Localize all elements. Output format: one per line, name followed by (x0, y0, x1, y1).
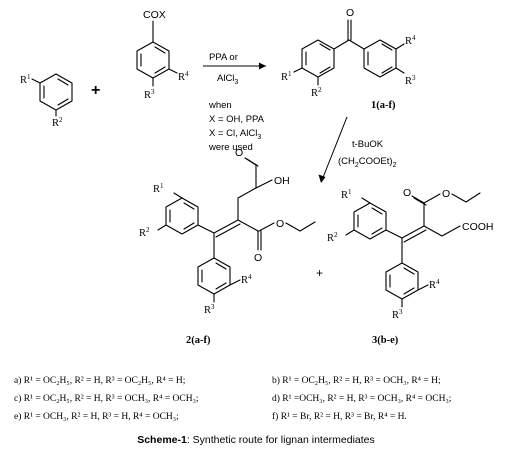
p3-ring-top-double-bonds (357, 207, 383, 235)
substituent-e: e) R¹ = OCH₃, R² = H, R³ = H, R⁴ = OCH₃; (14, 411, 179, 422)
cox-label: COX (143, 9, 166, 21)
compound-2-label: 2(a-f) (186, 335, 211, 346)
substituent-bonds (31, 78, 57, 117)
benzoyl-ring (136, 41, 170, 79)
reaction-arrow-1: PPA or AlCl3 when X = OH, PPA X = Cl, Al… (203, 52, 266, 153)
p2-ester-o: O (254, 252, 262, 264)
plus-sign-2: + (316, 266, 323, 280)
reactant-benzene: R1 R2 (20, 73, 73, 129)
substituent-d: d) R¹ =OCH₃, R² = H, R³ = OCH₃, R⁴ = OCH… (272, 393, 451, 404)
substituent-a: a) R¹ = OC₂H₅, R² = H, R³ = OC₂H₅, R⁴ = … (14, 375, 185, 386)
p3-acid-chain (423, 225, 461, 237)
right-ring-double-bonds (367, 43, 393, 74)
reagent-ppa: PPA or (209, 52, 238, 63)
p2-acid-oh-bond (255, 179, 273, 189)
compound-1-label: 1(a-f) (371, 100, 396, 111)
scheme-caption: Scheme-1: Synthetic route for lignan int… (137, 434, 375, 446)
left-ring (301, 39, 335, 78)
p1-r4-label: R4 (405, 34, 416, 47)
r4-label: R4 (178, 70, 189, 83)
p2-ring-bottom (197, 257, 231, 295)
p2-acid-c-double-o (244, 157, 259, 167)
p2-ester-bond (237, 219, 259, 232)
condition-ppa: X = OH, PPA (209, 114, 265, 125)
substituent-b: b) R¹ = OC₂H₅, R² = H, R³ = OCH₃, R⁴ = H… (272, 375, 441, 386)
r-bonds (152, 68, 178, 87)
p3-r2-label: R2 (327, 231, 338, 244)
substituent-c: c) R¹ = OC₂H₅, R² = H, R³ = OCH₃, R⁴ = O… (14, 393, 199, 404)
p2-ring-top (165, 197, 199, 235)
p2-r2-label: R2 (139, 226, 150, 239)
compound-3-label: 3(b-e) (372, 335, 399, 346)
right-ring (363, 39, 397, 78)
p3-ring-bottom (385, 262, 419, 300)
p2-ester-o2: O (276, 218, 284, 230)
arrow-2-line (321, 116, 348, 181)
p2-ester-o-bond (258, 222, 275, 232)
p3-ring-top-substituents (345, 197, 371, 236)
left-ring-double-bonds (305, 43, 331, 74)
condition-when: when (208, 100, 232, 111)
plus-sign-1: + (91, 82, 100, 99)
benzoyl-double-bonds (140, 46, 166, 74)
p2-alkene (213, 219, 241, 238)
reagent-alcl3: AlCl3 (217, 73, 238, 86)
condition-were-used: were used (208, 142, 253, 153)
p3-r4-label: R4 (429, 278, 440, 291)
substituent-legend: a) R¹ = OC₂H₅, R² = H, R³ = OC₂H₅, R⁴ = … (14, 375, 451, 422)
p1-r1-label: R1 (281, 70, 292, 83)
p3-ethyl-chain (451, 192, 481, 203)
arrow-1-head (259, 62, 266, 70)
left-ring-substituents (293, 67, 319, 86)
carbonyl-links (333, 39, 365, 50)
carbonyl-bond (347, 19, 352, 41)
p2-acid-chain (237, 164, 257, 221)
benzene-double-bonds (43, 78, 69, 106)
product-2: R1 R2 O OH O O R4 R3 2(a-f) (139, 147, 316, 346)
p3-cooh-label: COOH (462, 221, 494, 233)
p2-r3-label: R3 (204, 303, 215, 316)
p3-ester-o: O (403, 187, 411, 199)
p2-r4-label: R4 (241, 273, 252, 286)
r2-label: R2 (52, 116, 63, 129)
p3-ester-carbonyl (411, 195, 427, 206)
reactant-benzoyl: COX R4 R3 (136, 9, 189, 101)
carbonyl-o: O (346, 7, 354, 19)
product-3: R1 R2 O O COOH R4 R3 3(b-e) (327, 187, 494, 346)
p2-ring-top-substituents (157, 192, 183, 231)
benzophenone-product: O R1 R2 R4 R3 1(a-f) (281, 7, 416, 111)
r3-label: R3 (144, 88, 155, 101)
p2-r1-label: R1 (153, 182, 164, 195)
p2-ring-bottom-double-bonds (201, 262, 227, 290)
p3-ester-o2: O (442, 188, 450, 200)
arrow-2-head (318, 174, 326, 183)
p3-r1-label: R1 (341, 188, 352, 201)
benzene-ring (39, 73, 73, 111)
p1-r3-label: R3 (405, 74, 416, 87)
p2-ring-top-double-bonds (169, 202, 195, 230)
p2-ester-carbonyl (257, 230, 262, 251)
p2-acid-o: O (235, 147, 243, 159)
r1-label: R1 (20, 73, 31, 86)
p3-ring-top (353, 202, 387, 240)
reagent-tbuok: t-BuOK (352, 139, 384, 150)
right-ring-substituents (395, 43, 405, 74)
p2-ring-bottom-substituents (213, 279, 241, 303)
p2-link-bond (197, 224, 215, 234)
p3-alkene (401, 225, 427, 243)
p3-ring-bottom-double-bonds (389, 267, 415, 295)
substituent-f: f) R¹ = Br, R² = H, R³ = Br, R⁴ = H. (272, 411, 407, 422)
p3-ring-bottom-substituents (401, 284, 429, 308)
p1-r2-label: R2 (311, 86, 322, 99)
p3-link-bond (385, 229, 403, 239)
p3-r3-label: R3 (392, 308, 403, 321)
condition-alcl3: X = Cl, AlCl3 (209, 128, 261, 141)
p2-ethyl-chain (285, 221, 316, 232)
reagent-diethyl-succinate: (CH2COOEt)2 (338, 156, 397, 169)
p3-ester-o-bond (423, 193, 441, 204)
reaction-arrow-2: t-BuOK (CH2COOEt)2 (318, 116, 397, 183)
p2-oh-label: OH (274, 175, 290, 187)
